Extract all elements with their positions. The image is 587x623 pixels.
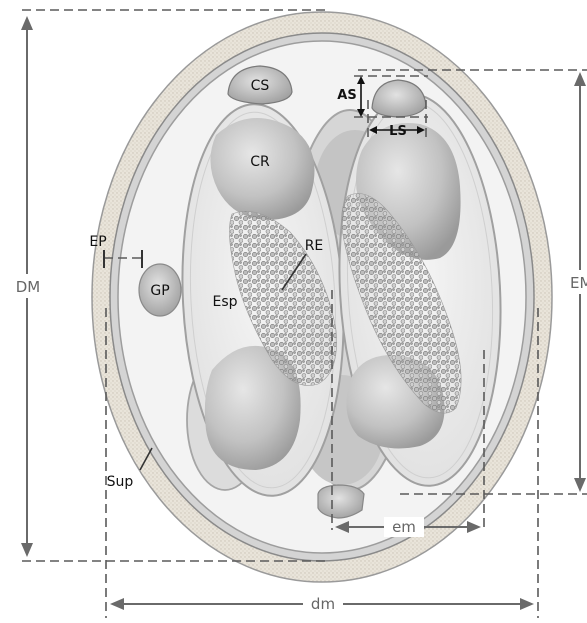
dm-lower-arrowhead-left (110, 598, 124, 610)
label-re: RE (305, 238, 324, 254)
dm-lower-arrowhead-right (520, 598, 534, 610)
label-as: AS (337, 88, 356, 103)
label-dm-lower: dm (311, 595, 335, 613)
label-esp: Esp (212, 294, 237, 310)
label-sup: Sup (107, 474, 134, 490)
label-cs: CS (251, 78, 270, 94)
label-em-upper: EM (570, 274, 587, 292)
label-gp: GP (150, 283, 169, 299)
label-cr: CR (250, 154, 270, 170)
dm-upper-arrowhead-top (21, 16, 33, 30)
label-ls: LS (389, 124, 407, 139)
em-lower-arrowhead-right (467, 521, 481, 533)
em-upper-arrowhead-bottom (574, 478, 586, 492)
label-ep: EP (89, 234, 106, 250)
label-dm-upper: DM (16, 278, 41, 296)
label-em-lower: em (392, 518, 416, 536)
dm-upper-arrowhead-bottom (21, 543, 33, 557)
stieda-body-bottom (318, 485, 364, 518)
em-upper-arrowhead-top (574, 72, 586, 86)
